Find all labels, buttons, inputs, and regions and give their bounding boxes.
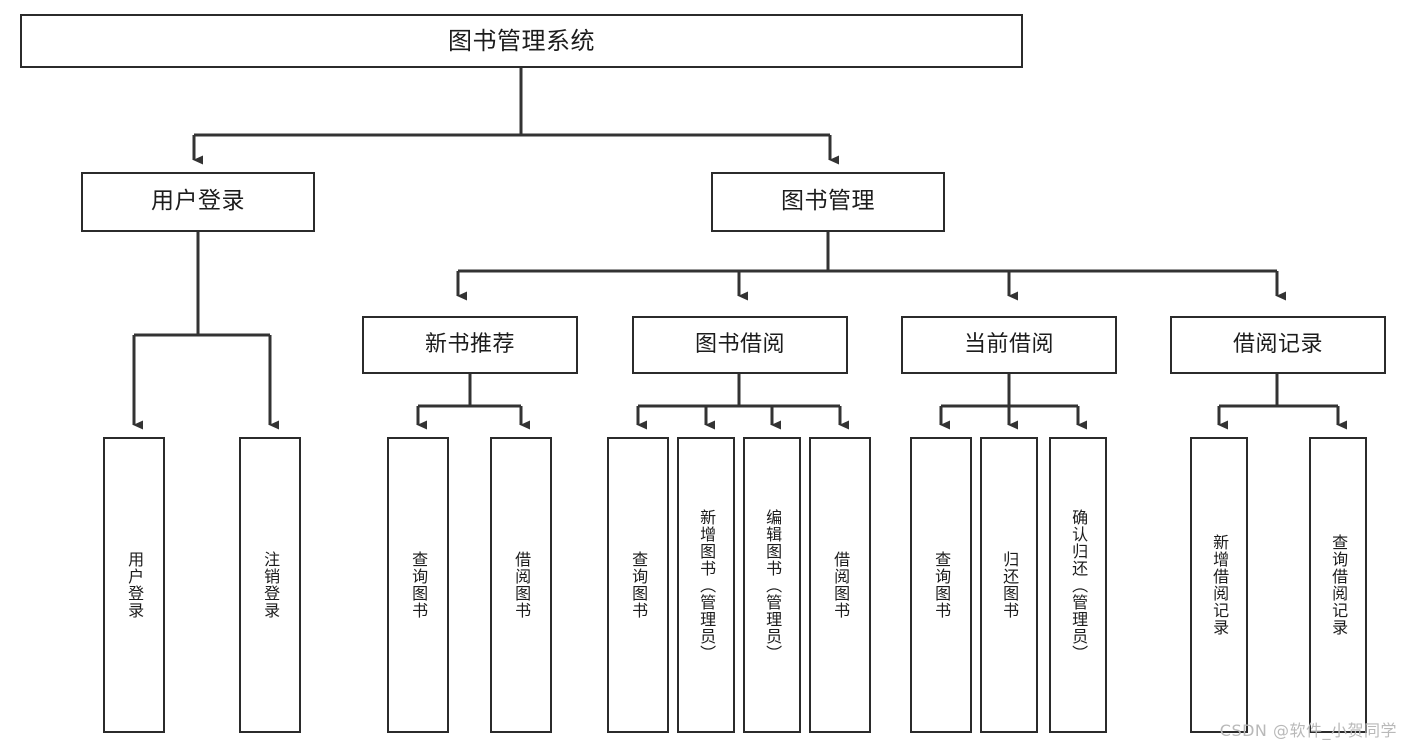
node-user-login[interactable]: 用户登录 <box>81 172 315 232</box>
csdn-watermark: CSDN @软件_小贺同学 <box>1219 721 1397 740</box>
leaf-label: 借阅图书 <box>512 551 532 619</box>
leaf-label: 新增借阅记录 <box>1210 534 1230 636</box>
leaf-record-add-record[interactable]: 新增借阅记录 <box>1190 437 1248 733</box>
leaf-current-query-book[interactable]: 查询图书 <box>910 437 972 733</box>
leaf-label: 查询借阅记录 <box>1329 534 1349 636</box>
leaf-current-confirm-return-admin[interactable]: 确认归还（管理员） <box>1049 437 1107 733</box>
leaf-label: 查询图书 <box>629 551 649 619</box>
leaf-label: 查询图书 <box>409 551 429 619</box>
leaf-new-book-borrow[interactable]: 借阅图书 <box>490 437 552 733</box>
leaf-user-login-logout[interactable]: 注销登录 <box>239 437 301 733</box>
node-root-system[interactable]: 图书管理系统 <box>20 14 1023 68</box>
leaf-label: 借阅图书 <box>831 551 851 619</box>
leaf-label: 注销登录 <box>261 551 281 619</box>
node-borrow-record[interactable]: 借阅记录 <box>1170 316 1386 374</box>
node-book-borrow[interactable]: 图书借阅 <box>632 316 848 374</box>
leaf-borrow-borrow-book[interactable]: 借阅图书 <box>809 437 871 733</box>
leaf-new-book-query[interactable]: 查询图书 <box>387 437 449 733</box>
leaf-borrow-add-book-admin[interactable]: 新增图书（管理员） <box>677 437 735 733</box>
leaf-label: 新增图书（管理员） <box>697 508 717 662</box>
leaf-borrow-edit-book-admin[interactable]: 编辑图书（管理员） <box>743 437 801 733</box>
leaf-current-return-book[interactable]: 归还图书 <box>980 437 1038 733</box>
leaf-label: 查询图书 <box>932 551 952 619</box>
leaf-record-query-record[interactable]: 查询借阅记录 <box>1309 437 1367 733</box>
leaf-label: 用户登录 <box>125 551 145 619</box>
leaf-user-login-login[interactable]: 用户登录 <box>103 437 165 733</box>
leaf-borrow-query-book[interactable]: 查询图书 <box>607 437 669 733</box>
node-current-borrow[interactable]: 当前借阅 <box>901 316 1117 374</box>
leaf-label: 编辑图书（管理员） <box>763 508 783 662</box>
leaf-label: 归还图书 <box>1000 551 1020 619</box>
node-new-book-recommend[interactable]: 新书推荐 <box>362 316 578 374</box>
node-book-management[interactable]: 图书管理 <box>711 172 945 232</box>
leaf-label: 确认归还（管理员） <box>1069 508 1089 662</box>
